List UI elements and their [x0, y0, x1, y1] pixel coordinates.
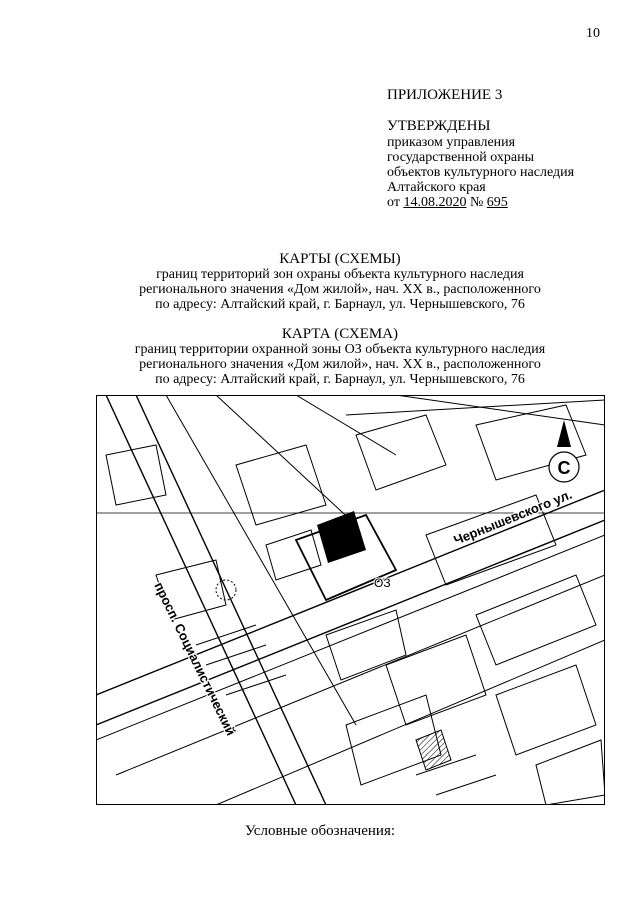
- approval-line-4: Алтайского края: [387, 180, 486, 195]
- maps-heading-block: КАРТЫ (СХЕМЫ) границ территорий зон охра…: [80, 251, 600, 313]
- street-edge-3: [96, 534, 605, 741]
- map-line-1: границ территории охранной зоны ОЗ объек…: [134, 342, 546, 357]
- map-title: КАРТА (СХЕМА): [281, 326, 399, 342]
- legend-title: Условные обозначения:: [244, 823, 396, 839]
- maps-line-3: по адресу: Алтайский край, г. Барнаул, у…: [155, 297, 525, 312]
- approval-line-1: приказом управления: [387, 135, 516, 150]
- date-prefix: от: [387, 195, 404, 210]
- appendix-label: ПРИЛОЖЕНИЕ 3: [387, 87, 503, 103]
- building-1: [235, 444, 327, 526]
- street-edge-2: [96, 519, 605, 726]
- lane-1: [215, 395, 357, 526]
- north-label: С: [558, 458, 571, 478]
- street-edge-1: [96, 489, 605, 696]
- lane-4: [345, 399, 605, 416]
- approval-block: УТВЕРЖДЕНЫ приказом управления государст…: [387, 118, 575, 211]
- building-10: [105, 444, 167, 506]
- street-edge-5: [215, 639, 605, 805]
- building-13: [265, 529, 322, 581]
- maps-line-2: регионального значения «Дом жилой», нач.…: [139, 282, 541, 297]
- approval-date-line: от 14.08.2020 № 695: [387, 195, 574, 210]
- map-line-2: регионального значения «Дом жилой», нач.…: [139, 357, 541, 372]
- heritage-building: [317, 511, 366, 563]
- maps-line-1: границ территорий зон охраны объекта кул…: [156, 267, 524, 282]
- map-frame: [96, 395, 605, 805]
- map-drawing: С Чернышевского ул. просп. Социалистичес…: [96, 395, 605, 805]
- building-4: [425, 494, 557, 586]
- north-circle: [548, 451, 580, 483]
- building-7: [495, 664, 597, 756]
- building-9: [155, 559, 227, 621]
- avenue-edge-3: [165, 395, 357, 726]
- approval-line-2: государственной охраны: [387, 150, 535, 165]
- avenue-edge-2: [135, 395, 327, 805]
- approval-heading: УТВЕРЖДЕНЫ: [387, 118, 491, 134]
- approval-date: 14.08.2020: [403, 195, 467, 210]
- cadastral-map: С Чернышевского ул. просп. Социалистичес…: [96, 395, 605, 805]
- building-2: [355, 414, 447, 491]
- number-prefix: №: [466, 195, 487, 210]
- building-5: [475, 574, 597, 666]
- map-heading-block: КАРТА (СХЕМА) границ территории охранной…: [80, 326, 600, 388]
- building-8: [325, 609, 407, 681]
- approval-number: 695: [486, 195, 508, 210]
- avenue-edge-1: [105, 395, 297, 805]
- lane-2: [295, 395, 397, 456]
- hatched-area: [415, 729, 452, 771]
- misc-lines-1: [195, 624, 287, 696]
- lane-3: [395, 395, 605, 426]
- north-arrow-icon: [557, 420, 571, 447]
- building-12: [535, 739, 605, 805]
- street-edge-4: [115, 574, 605, 776]
- misc-lines-2: [415, 754, 497, 796]
- zone-label: ОЗ: [374, 576, 391, 590]
- page-number: 10: [586, 26, 600, 41]
- map-line-3: по адресу: Алтайский край, г. Барнаул, у…: [155, 372, 525, 387]
- maps-title: КАРТЫ (СХЕМЫ): [279, 251, 401, 267]
- tree-marker: [215, 579, 237, 601]
- building-3: [475, 404, 587, 481]
- approval-line-3: объектов культурного наследия: [387, 165, 575, 180]
- street-label-1: Чернышевского ул.: [452, 487, 575, 548]
